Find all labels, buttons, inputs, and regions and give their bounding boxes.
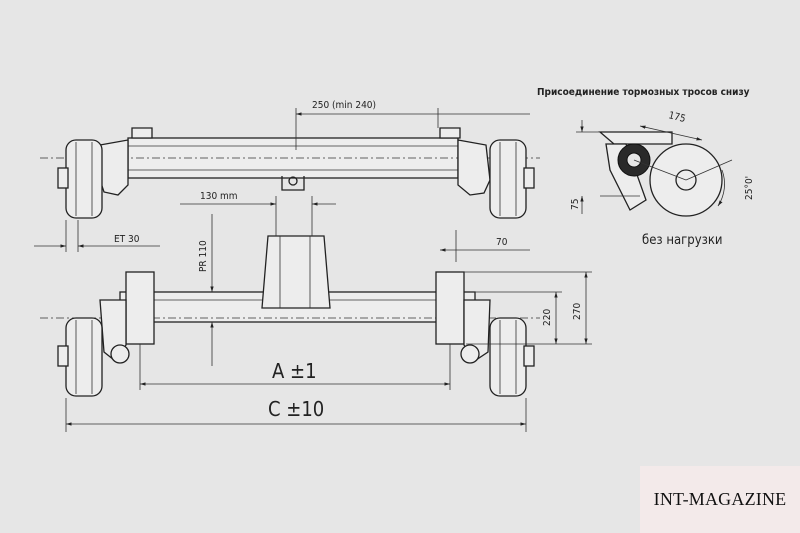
dimension-et30-label: ET 30 [114,234,140,245]
dimension-250-label: 250 (min 240) [312,100,376,111]
dimension-angle-label: 25°0' [744,176,755,200]
dimension-pr110: PR 110 [198,214,214,366]
no-load-label: без нагрузки [642,233,723,248]
dimension-250: 250 (min 240) [295,100,530,150]
dimension-270-label: 270 [572,303,583,320]
dimension-a-label: A ±1 [272,359,317,383]
dimension-175-label: 175 [667,110,686,125]
brake-cable-label: Присоединение тормозных тросов снизу [537,87,750,98]
dimension-pr110-label: PR 110 [198,240,209,272]
dimension-220-270: 220 270 [460,271,592,345]
dimension-75-label: 75 [570,199,581,210]
watermark: INT-MAGAZINE [640,466,800,533]
dimension-c: C ±10 [65,397,527,432]
dimension-70: 70 [440,230,530,262]
dimension-130-label: 130 mm [200,191,238,202]
dimension-et30: ET 30 [34,220,160,252]
dimension-220-label: 220 [542,309,553,326]
dimension-70-label: 70 [496,237,508,248]
side-detail-view: 175 75 25°0' [570,110,755,217]
front-axle-view [40,235,540,397]
top-axle-view [40,127,540,219]
dimension-130: 130 mm [180,191,336,236]
dimension-c-label: C ±10 [268,397,324,421]
dimension-a: A ±1 [139,344,451,390]
